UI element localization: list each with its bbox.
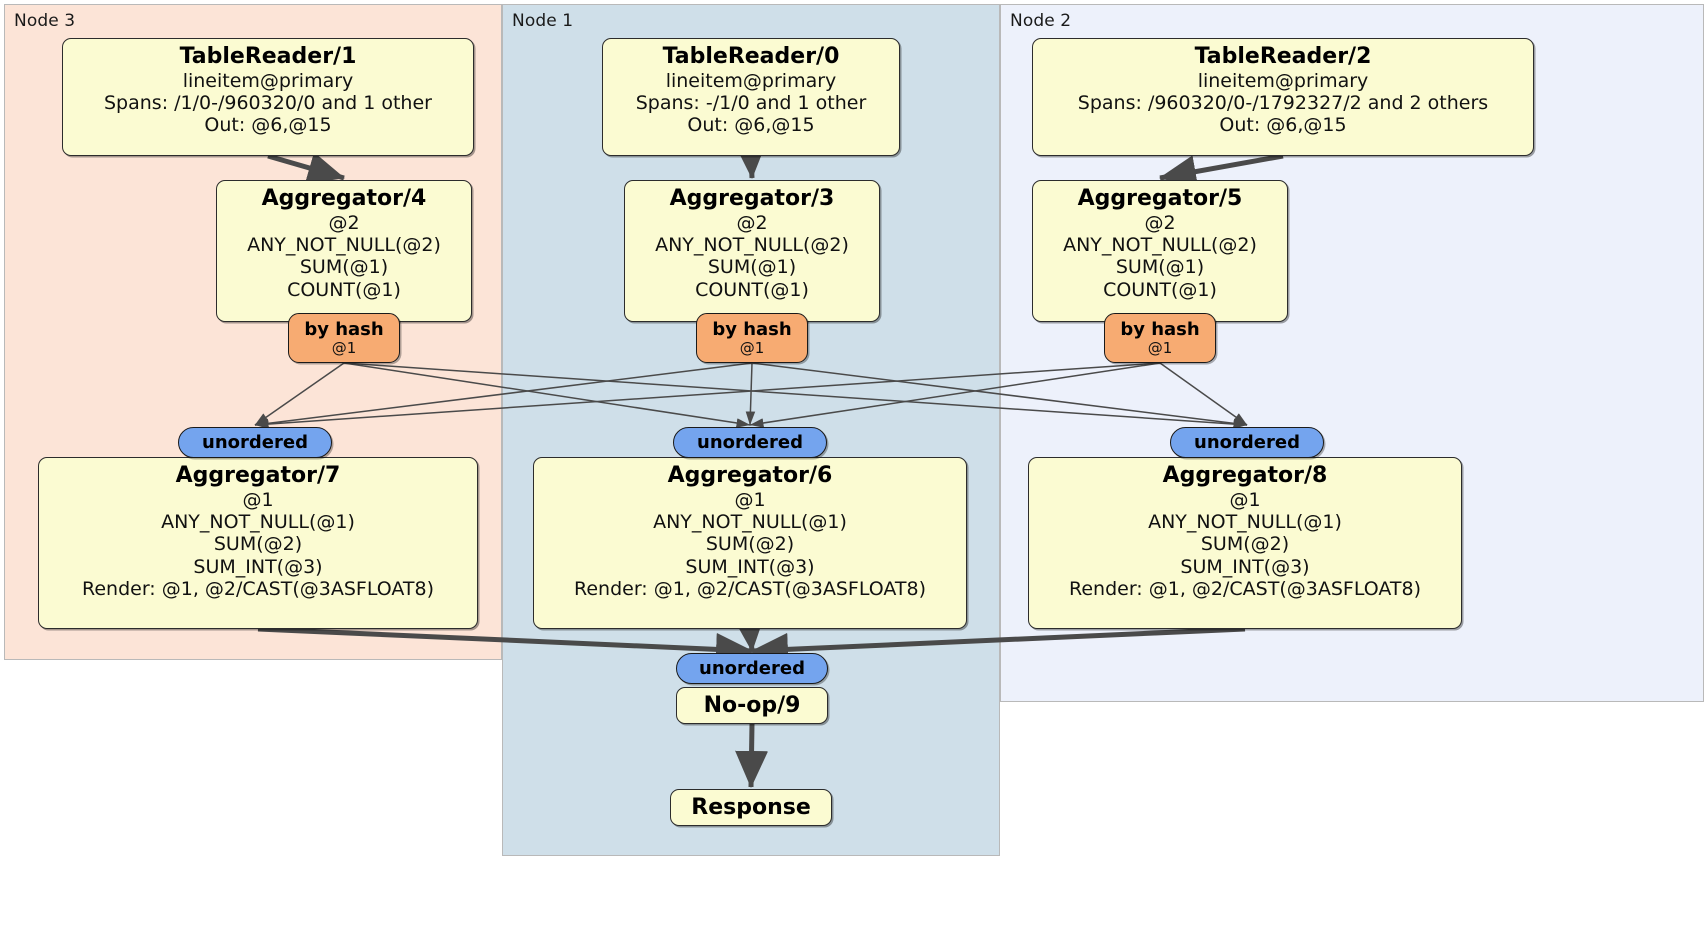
plan-node-title: Aggregator/5 <box>1077 186 1243 211</box>
plan-node-detail: ANY_NOT_NULL(@1) <box>161 511 355 534</box>
node-panel-label-node2: Node 2 <box>1010 11 1072 31</box>
plan-node-detail: lineitem@primary <box>665 69 837 92</box>
plan-node-detail: @2 <box>328 211 360 234</box>
by-hash-badge-hash3[interactable]: by hash@1 <box>696 313 808 363</box>
plan-node-detail: SUM(@1) <box>1115 256 1205 279</box>
plan-node-detail: Out: @6,@15 <box>687 114 815 137</box>
plan-node-detail: @1 <box>1229 488 1261 511</box>
plan-node-detail: Out: @6,@15 <box>204 114 332 137</box>
plan-node-detail: SUM_INT(@3) <box>685 555 815 578</box>
plan-node-detail: SUM(@2) <box>705 533 795 556</box>
plan-node-detail: SUM(@1) <box>707 256 797 279</box>
plan-node-title: No-op/9 <box>703 692 801 718</box>
plan-node-detail: COUNT(@1) <box>287 278 401 301</box>
badge-sublabel: @1 <box>331 338 357 357</box>
plan-node-detail: Spans: -/1/0 and 1 other <box>635 92 867 115</box>
plan-node-title: Aggregator/6 <box>667 463 833 488</box>
unordered-badge-unord8[interactable]: unordered <box>1170 427 1324 458</box>
plan-node-detail: lineitem@primary <box>1197 69 1369 92</box>
badge-label: by hash <box>712 318 792 340</box>
plan-node-detail: SUM(@1) <box>299 256 389 279</box>
plan-node-detail: ANY_NOT_NULL(@1) <box>1148 511 1342 534</box>
badge-sublabel: @1 <box>739 338 765 357</box>
plan-node-title: TableReader/2 <box>1194 44 1372 69</box>
plan-node-detail: Render: @1, @2/CAST(@3ASFLOAT8) <box>574 577 926 600</box>
by-hash-badge-hash5[interactable]: by hash@1 <box>1104 313 1216 363</box>
badge-label: unordered <box>202 432 308 453</box>
plan-node-noop9[interactable]: No-op/9 <box>676 687 828 724</box>
plan-node-detail: @2 <box>736 211 768 234</box>
plan-node-title: TableReader/1 <box>179 44 357 69</box>
plan-node-detail: Render: @1, @2/CAST(@3ASFLOAT8) <box>1069 577 1421 600</box>
plan-node-detail: ANY_NOT_NULL(@2) <box>247 234 441 257</box>
plan-node-title: Response <box>691 794 811 820</box>
badge-label: by hash <box>1120 318 1200 340</box>
badge-sublabel: @1 <box>1147 338 1173 357</box>
plan-node-detail: @1 <box>734 488 766 511</box>
plan-node-title: Aggregator/4 <box>261 186 427 211</box>
plan-node-detail: Render: @1, @2/CAST(@3ASFLOAT8) <box>82 577 434 600</box>
plan-node-detail: ANY_NOT_NULL(@2) <box>1063 234 1257 257</box>
plan-node-detail: SUM(@2) <box>213 533 303 556</box>
plan-node-detail: Spans: /960320/0-/1792327/2 and 2 others <box>1077 92 1489 115</box>
plan-node-detail: COUNT(@1) <box>1103 278 1217 301</box>
unordered-badge-unord7[interactable]: unordered <box>178 427 332 458</box>
plan-node-detail: SUM_INT(@3) <box>1180 555 1310 578</box>
plan-node-detail: @2 <box>1144 211 1176 234</box>
plan-node-title: Aggregator/8 <box>1162 463 1328 488</box>
plan-node-title: Aggregator/3 <box>669 186 835 211</box>
plan-node-detail: SUM(@2) <box>1200 533 1290 556</box>
badge-label: by hash <box>304 318 384 340</box>
plan-node-detail: ANY_NOT_NULL(@1) <box>653 511 847 534</box>
node-panel-label-node3: Node 3 <box>14 11 76 31</box>
plan-node-title: TableReader/0 <box>662 44 840 69</box>
by-hash-badge-hash4[interactable]: by hash@1 <box>288 313 400 363</box>
plan-node-detail: COUNT(@1) <box>695 278 809 301</box>
node-panel-label-node1: Node 1 <box>512 11 574 31</box>
plan-node-detail: Spans: /1/0-/960320/0 and 1 other <box>104 92 432 115</box>
plan-node-detail: lineitem@primary <box>182 69 354 92</box>
badge-label: unordered <box>697 432 803 453</box>
plan-node-title: Aggregator/7 <box>175 463 341 488</box>
unordered-badge-unord6[interactable]: unordered <box>673 427 827 458</box>
unordered-badge-unord9[interactable]: unordered <box>676 653 828 684</box>
plan-node-detail: @1 <box>242 488 274 511</box>
plan-node-detail: Out: @6,@15 <box>1219 114 1347 137</box>
plan-node-detail: ANY_NOT_NULL(@2) <box>655 234 849 257</box>
badge-label: unordered <box>1194 432 1300 453</box>
badge-label: unordered <box>699 658 805 679</box>
plan-node-response[interactable]: Response <box>670 789 832 826</box>
plan-node-detail: SUM_INT(@3) <box>193 555 323 578</box>
